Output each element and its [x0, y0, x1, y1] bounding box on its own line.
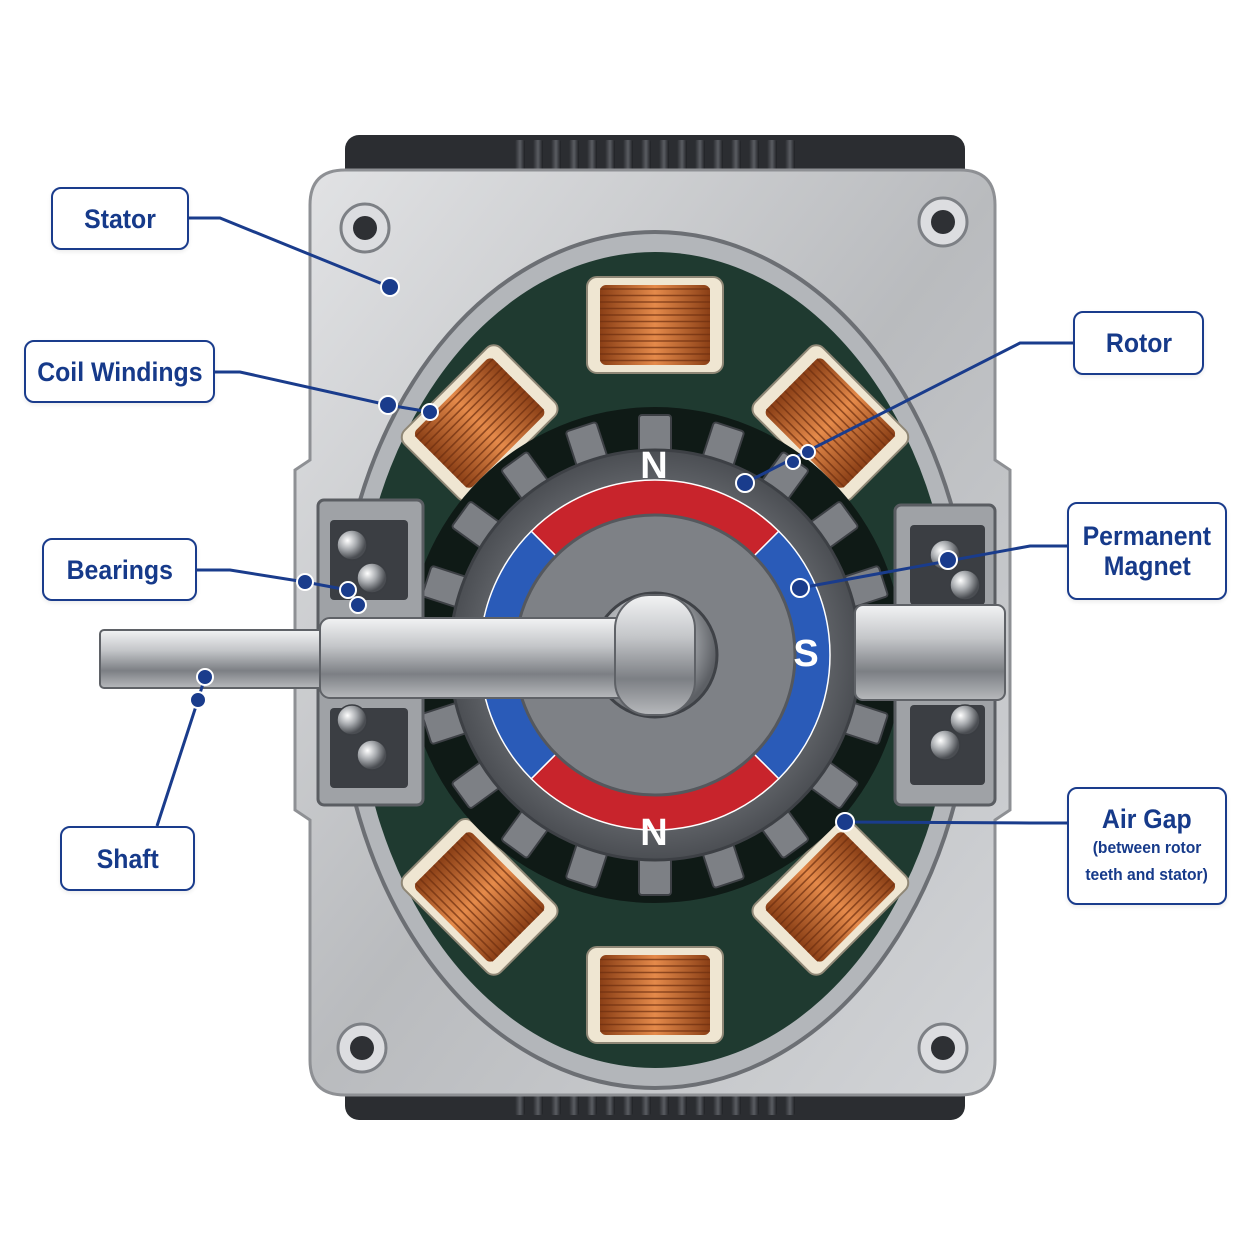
label-bearings-text: Bearings [66, 554, 173, 585]
leader-dot-shaft-a [196, 668, 214, 686]
leader-dot-stator [380, 277, 400, 297]
label-coil-windings: Coil Windings [24, 340, 215, 403]
label-rotor: Rotor [1073, 311, 1204, 375]
mounting-hole-bottom-right [917, 1022, 969, 1074]
leader-dots [189, 277, 958, 832]
leader-dot-coil-windings-a [378, 395, 398, 415]
coil-winding [586, 276, 724, 374]
label-air-gap: Air Gap (between rotor teeth and stator) [1067, 787, 1227, 905]
label-air-gap-title: Air Gap [1102, 804, 1192, 834]
label-permanent-magnet-line2: Magnet [1103, 551, 1191, 581]
pole-letter-north-bottom: N [640, 812, 667, 854]
leader-dot-rotor-a [735, 473, 755, 493]
bearing-ball [336, 704, 368, 736]
pole-letter-north-top: N [640, 445, 667, 487]
label-air-gap-note-line2: teeth and stator) [1085, 865, 1209, 884]
label-permanent-magnet: Permanent Magnet [1067, 502, 1227, 600]
bearing-ball [356, 739, 388, 771]
leader-dot-bearings-c [349, 596, 367, 614]
coil-winding [751, 817, 910, 976]
leader-dot-bearing-right [938, 550, 958, 570]
mounting-hole-top-left [339, 202, 391, 254]
leader-line-coil-windings [215, 370, 431, 414]
label-bearings: Bearings [42, 538, 197, 601]
bearing-ball [929, 729, 961, 761]
coil-windings [400, 276, 910, 1044]
leader-dot-rotor-c [800, 444, 816, 460]
leader-lines [155, 216, 1073, 827]
leader-dot-rotor-b [785, 454, 801, 470]
coil-winding [400, 344, 559, 503]
label-shaft-text: Shaft [96, 843, 159, 874]
leader-line-air-gap [844, 820, 1067, 825]
leader-dot-magnet [790, 578, 810, 598]
leader-line-rotor [744, 341, 1073, 485]
leader-line-stator [189, 216, 391, 289]
pole-letter-south: S [793, 633, 818, 675]
leader-dot-air-gap [835, 812, 855, 832]
label-rotor-text: Rotor [1105, 328, 1172, 358]
coil-winding [586, 946, 724, 1044]
mounting-hole-top-right [917, 196, 969, 248]
mounting-hole-bottom-left [336, 1022, 388, 1074]
shaft [99, 594, 1006, 716]
label-shaft: Shaft [60, 826, 195, 891]
bearing-ball [949, 704, 981, 736]
coil-winding [400, 817, 559, 976]
leader-dot-coil-windings-b [421, 403, 439, 421]
leader-dot-bearings-b [339, 581, 357, 599]
label-coil-windings-text: Coil Windings [36, 356, 203, 387]
label-permanent-magnet-line1: Permanent [1082, 521, 1212, 551]
bearing-ball [336, 529, 368, 561]
bearing-ball [949, 569, 981, 601]
label-stator-text: Stator [84, 203, 156, 234]
leader-dot-shaft-b [189, 691, 207, 709]
label-stator: Stator [51, 187, 189, 250]
permanent-magnet-ring [479, 479, 831, 831]
label-air-gap-note-line1: (between rotor [1092, 838, 1202, 857]
leader-line-permanent-magnet [799, 544, 1067, 590]
bearing-ball [356, 562, 388, 594]
leader-dot-bearings-a [296, 573, 314, 591]
